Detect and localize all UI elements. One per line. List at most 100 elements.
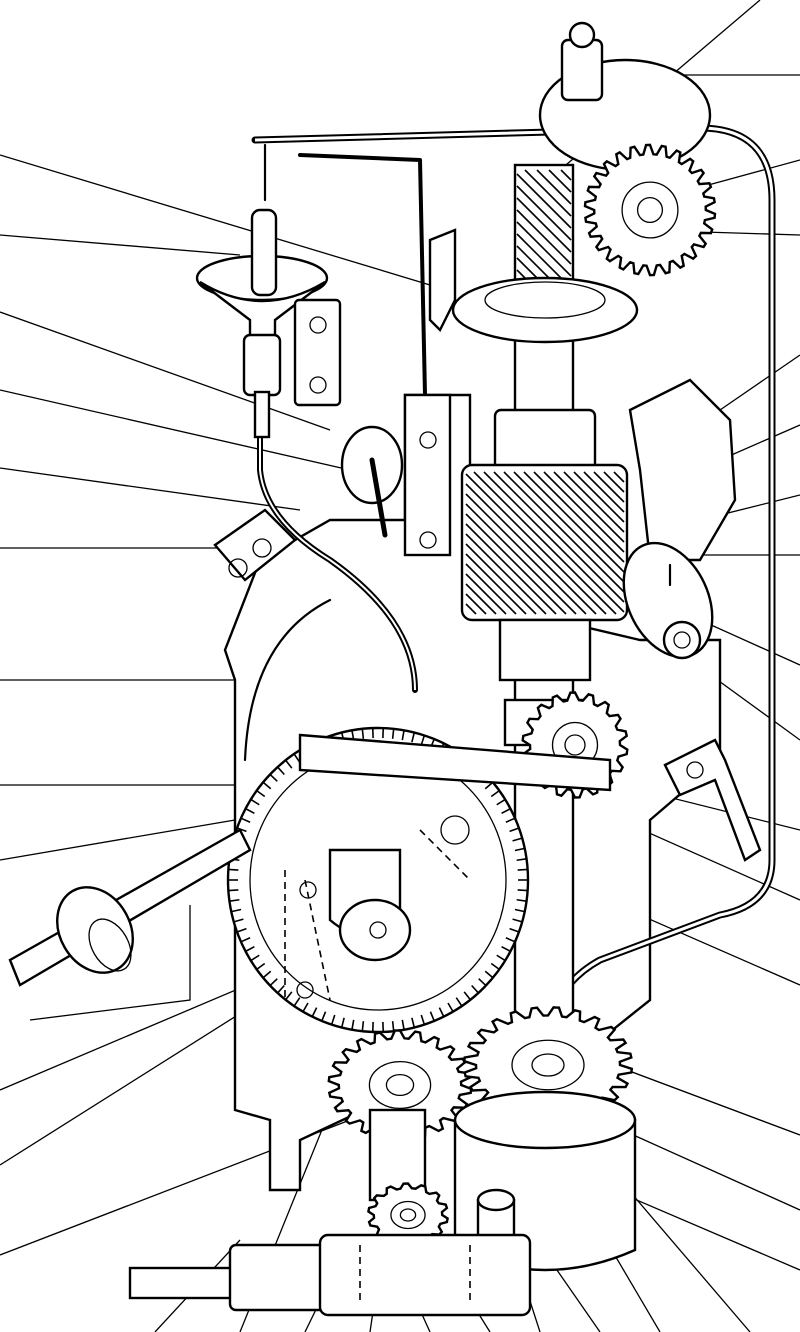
shaft-collar — [493, 408, 597, 472]
helix-tooth — [536, 169, 572, 205]
helix-tooth — [516, 209, 572, 265]
disc-tooth — [340, 1017, 345, 1028]
helix-tooth — [516, 233, 566, 283]
helix-tooth — [516, 173, 572, 229]
helix-tooth — [543, 471, 625, 553]
leader-line — [0, 154, 431, 286]
gear-hub — [621, 181, 679, 239]
gear-bore — [385, 1073, 415, 1097]
top-helical-gear — [513, 163, 575, 287]
spindle-tip — [568, 21, 596, 49]
disc-hole — [440, 815, 470, 845]
disc-tooth — [490, 790, 500, 798]
disc-tooth — [471, 984, 479, 994]
helix-tooth — [465, 503, 577, 615]
disc-tooth — [321, 1011, 327, 1022]
disc-tooth — [262, 781, 272, 790]
disc-tooth — [463, 991, 471, 1001]
helix-tooth — [523, 471, 625, 573]
disc-tooth — [496, 798, 506, 806]
disc-tooth — [269, 978, 278, 987]
small-roller — [340, 425, 404, 538]
disc-tooth — [245, 945, 255, 953]
disc-tooth — [509, 827, 520, 833]
output-shaft — [128, 1233, 532, 1317]
disc-tooth — [250, 798, 260, 806]
disc-tooth — [490, 962, 500, 970]
shaft-sleeve — [498, 618, 592, 682]
helix-tooth — [603, 471, 625, 493]
disc-tooth — [233, 918, 244, 923]
oil-funnel — [195, 208, 329, 439]
shift-lever — [628, 378, 737, 562]
gear-teeth — [327, 1029, 473, 1141]
disc-tooth — [501, 807, 511, 815]
funnel-bracket — [293, 298, 342, 407]
helix-tooth — [465, 483, 597, 615]
disc-tooth — [228, 889, 239, 892]
helix-tooth — [465, 473, 607, 615]
disc-tooth — [256, 962, 266, 970]
clamp-block — [213, 508, 297, 582]
helix-tooth — [473, 471, 617, 615]
helix-tooth — [553, 471, 625, 543]
top-spur-gear — [583, 143, 717, 277]
leader-line — [0, 234, 241, 256]
helix-tooth — [516, 197, 572, 253]
disc-tooth — [517, 889, 528, 892]
lower-stub-shaft — [368, 1108, 427, 1202]
center-bracket — [403, 393, 452, 557]
disc-tooth — [277, 984, 285, 994]
oil-branch — [298, 153, 427, 397]
disc-tooth — [293, 997, 301, 1007]
helix-tooth — [583, 471, 625, 513]
bottom-pinion — [367, 1182, 449, 1248]
gear-bore — [399, 1208, 417, 1222]
helix-tooth — [560, 169, 572, 181]
disc-tooth — [505, 937, 516, 943]
disc-tooth — [505, 817, 516, 823]
helix-tooth — [465, 523, 557, 615]
disc-tooth — [293, 753, 301, 763]
disc-tooth — [516, 898, 527, 902]
gear-sector-arc — [243, 598, 332, 762]
gear-bore — [564, 734, 586, 756]
disc-tooth — [447, 1002, 454, 1013]
leader-line — [0, 819, 236, 861]
disc-tooth — [411, 1017, 416, 1028]
disc-tooth — [262, 970, 272, 979]
helix-tooth — [503, 471, 625, 593]
disc-tooth — [509, 927, 520, 933]
helix-tooth — [465, 573, 507, 615]
bearing-bracket — [428, 228, 457, 333]
disc-tooth — [228, 868, 239, 871]
disc-tooth — [438, 1007, 445, 1017]
disc-tooth — [269, 773, 278, 782]
leader-line — [599, 1059, 800, 1136]
disc-tooth — [231, 908, 242, 913]
top-thrust-bearing — [451, 276, 639, 344]
screw-icon — [309, 376, 327, 394]
leader-line — [699, 619, 800, 666]
helix-tooth — [465, 583, 497, 615]
disc-tooth — [256, 790, 266, 798]
disc-tooth — [391, 1021, 395, 1032]
helix-tooth — [516, 245, 554, 283]
disc-tooth — [302, 1002, 309, 1013]
disc-tooth — [455, 997, 463, 1007]
disc-tooth — [229, 898, 240, 902]
helix-tooth — [548, 169, 572, 193]
disc-tooth — [311, 1007, 318, 1017]
driving-arm — [298, 733, 612, 792]
disc-tooth — [351, 1019, 355, 1030]
lower-left-gear — [327, 1029, 473, 1141]
leader-line — [549, 1259, 601, 1332]
helix-tooth — [465, 513, 567, 615]
disc-tooth — [516, 858, 527, 862]
gear-bore — [636, 196, 664, 224]
disc-tooth — [512, 837, 523, 842]
leader-line — [0, 389, 351, 471]
disc-tooth — [236, 827, 247, 833]
gear-hub — [368, 1060, 432, 1110]
